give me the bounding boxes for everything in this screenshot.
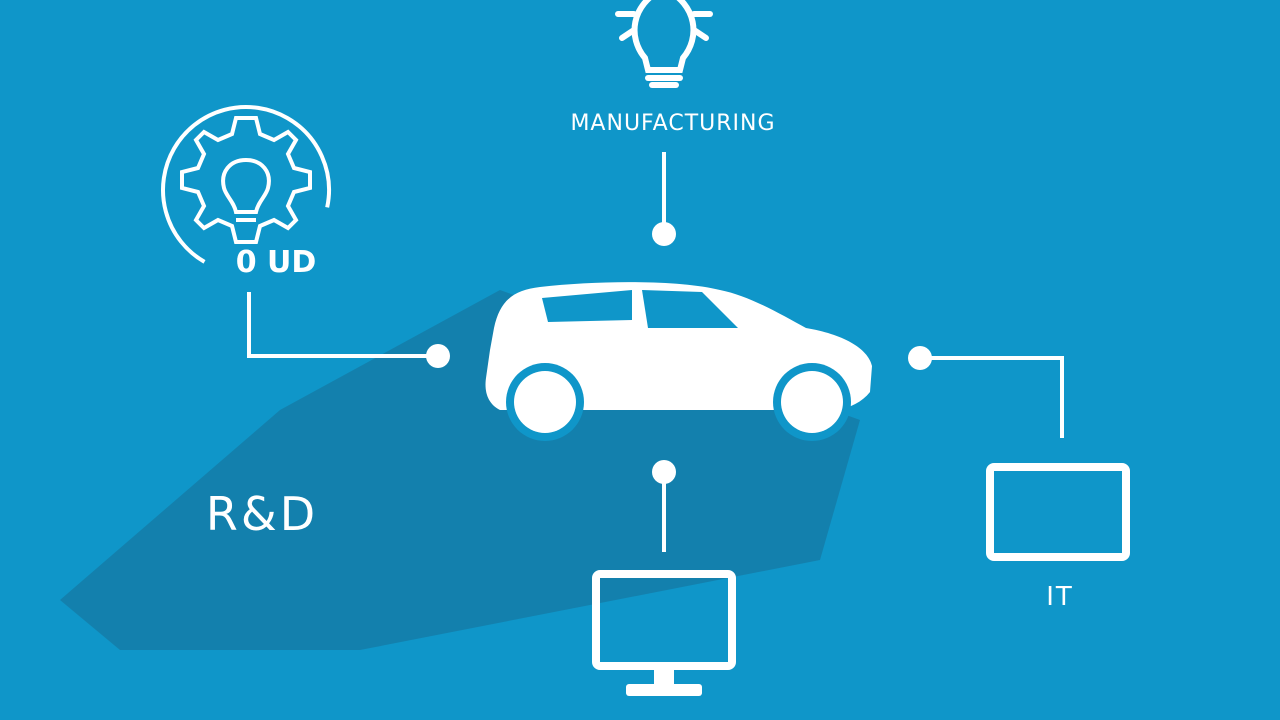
gear-lightbulb-icon bbox=[161, 105, 332, 275]
gear-badge-text: 0 UD bbox=[236, 245, 317, 280]
rnd-label: R&D bbox=[206, 487, 318, 541]
lightbulb-icon bbox=[615, 0, 713, 88]
car-icon bbox=[485, 282, 872, 441]
it-connector bbox=[908, 346, 1064, 438]
rnd-connector bbox=[247, 292, 450, 368]
monitor-connector bbox=[652, 460, 676, 552]
laptop-screen-icon bbox=[986, 463, 1130, 561]
computer-monitor-icon bbox=[592, 570, 736, 696]
it-label: IT bbox=[1046, 582, 1074, 612]
manufacturing-label: MANUFACTURING bbox=[570, 111, 775, 136]
manufacturing-connector bbox=[652, 152, 676, 246]
